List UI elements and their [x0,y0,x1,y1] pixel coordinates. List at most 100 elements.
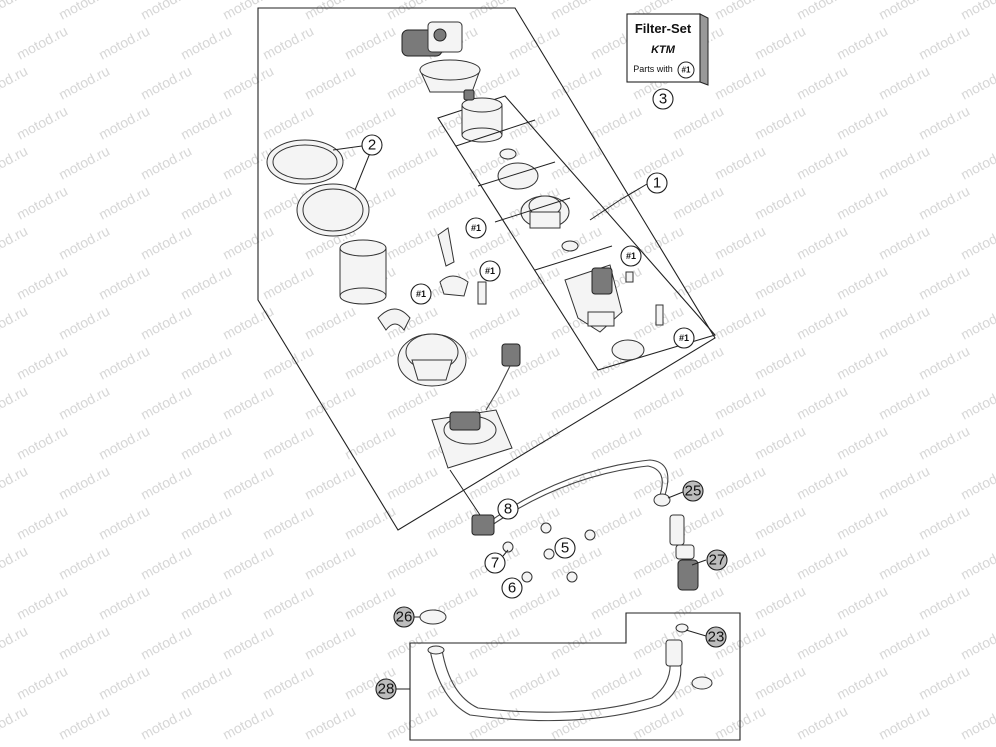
watermark-text: motod.ru [958,463,996,503]
leader-sub3 [494,197,571,223]
watermark-text: motod.ru [876,63,932,103]
watermark-text: motod.ru [260,23,316,63]
watermark-text: motod.ru [794,543,850,583]
seal-ring-large [497,162,539,190]
callout-27: 27 [706,549,728,571]
watermark-text: motod.ru [14,103,70,143]
svg-text:6: 6 [508,580,516,597]
hose-clamp-lower [691,676,713,690]
watermark-text: motod.ru [712,63,768,103]
watermark-text: motod.ru [876,703,932,743]
watermark-text: motod.ru [342,583,398,623]
watermark-text: motod.ru [548,383,604,423]
float-part [439,275,469,297]
watermark-text: motod.ru [302,703,358,743]
ktm-logo: KTM [651,44,676,56]
callout-23: 23 [705,626,727,648]
callout-2: 2 [361,134,383,156]
watermark-text: motod.ru [712,303,768,343]
quick-coupler-part [669,514,699,591]
leader-7 [502,549,509,557]
watermark-text: motod.ru [220,223,276,263]
watermark-text: motod.ru [794,223,850,263]
watermark-text: motod.ru [794,143,850,183]
watermark-text: motod.ru [96,583,152,623]
watermark-text: motod.ru [178,423,234,463]
seal-ring-regulator [561,240,579,252]
watermark-text: motod.ru [342,423,398,463]
watermark-text: motod.ru [794,63,850,103]
watermark-text: motod.ru [958,623,996,663]
watermark-text: motod.ru [630,383,686,423]
svg-text:#1: #1 [485,266,495,276]
watermark-text: motod.ru [260,423,316,463]
watermark-text: motod.ru [384,703,440,743]
watermark-text: motod.ru [0,63,30,103]
watermark-text: motod.ru [752,503,808,543]
watermark-text: motod.ru [958,63,996,103]
callout-8: 8 [497,498,519,520]
watermark-text: motod.ru [958,303,996,343]
retaining-clip [377,308,411,331]
watermark-text: motod.ru [96,263,152,303]
watermark-text: motod.ru [794,0,850,23]
watermark-text: motod.ru [0,703,30,743]
fitting-d [584,529,596,541]
watermark-text: motod.ru [794,463,850,503]
watermark-text: motod.ru [424,183,480,223]
leader-sub1 [455,119,536,147]
watermark-text: motod.ru [834,423,890,463]
watermark-text: motod.ru [14,423,70,463]
ref-marker-3: #1 [410,283,432,305]
filter-set-ref: #1 [682,66,691,75]
leader-2a [332,145,363,151]
watermark-text: motod.ru [794,703,850,743]
filter-set-caption: Parts with [633,64,673,74]
watermark-text: motod.ru [0,143,30,183]
watermark-text: motod.ru [138,543,194,583]
watermark-text: motod.ru [342,503,398,543]
watermark-text: motod.ru [0,303,30,343]
callout-3: 3 [652,88,674,110]
watermark-text: motod.ru [96,103,152,143]
watermark-text: motod.ru [220,63,276,103]
watermark-text: motod.ru [752,663,808,703]
filter-set-title: Filter-Set [635,21,692,36]
fitting-e [521,571,533,583]
watermark-text: motod.ru [56,223,112,263]
leader-23 [685,629,707,637]
callout-1: 1 [646,172,668,194]
watermark-text: motod.ru [178,583,234,623]
watermark-text: motod.ru [548,0,604,23]
watermark-text: motod.ru [384,143,440,183]
watermark-text: motod.ru [588,503,644,543]
watermark-text: motod.ru [178,503,234,543]
watermark-text: motod.ru [138,223,194,263]
svg-text:1: 1 [653,175,661,192]
watermark-text: motod.ru [302,463,358,503]
bracket-part [437,227,455,267]
mounting-flange-part [431,409,513,469]
watermark-text: motod.ru [220,703,276,743]
fitting-c [543,548,555,560]
leader-sub2 [477,161,556,187]
watermark-text: motod.ru [588,103,644,143]
watermark-text: motod.ru [506,103,562,143]
watermark-text: motod.ru [752,583,808,623]
watermark-text: motod.ru [466,703,522,743]
watermark-text: motod.ru [302,383,358,423]
svg-text:2: 2 [368,137,376,154]
leader-8 [449,469,481,516]
watermark-text: motod.ru [916,343,972,383]
hose-clamp-26 [419,609,447,625]
watermark-text: motod.ru [916,23,972,63]
fuel-filter-part [461,89,503,143]
lower-hose-inner [441,649,671,713]
watermark-text: motod.ru [588,583,644,623]
watermark-text: motod.ru [752,23,808,63]
watermark-text: motod.ru [0,623,30,663]
lower-hose [429,649,682,722]
watermark-text: motod.ru [834,263,890,303]
watermark-text: motod.ru [138,303,194,343]
watermark-text: motod.ru [834,663,890,703]
